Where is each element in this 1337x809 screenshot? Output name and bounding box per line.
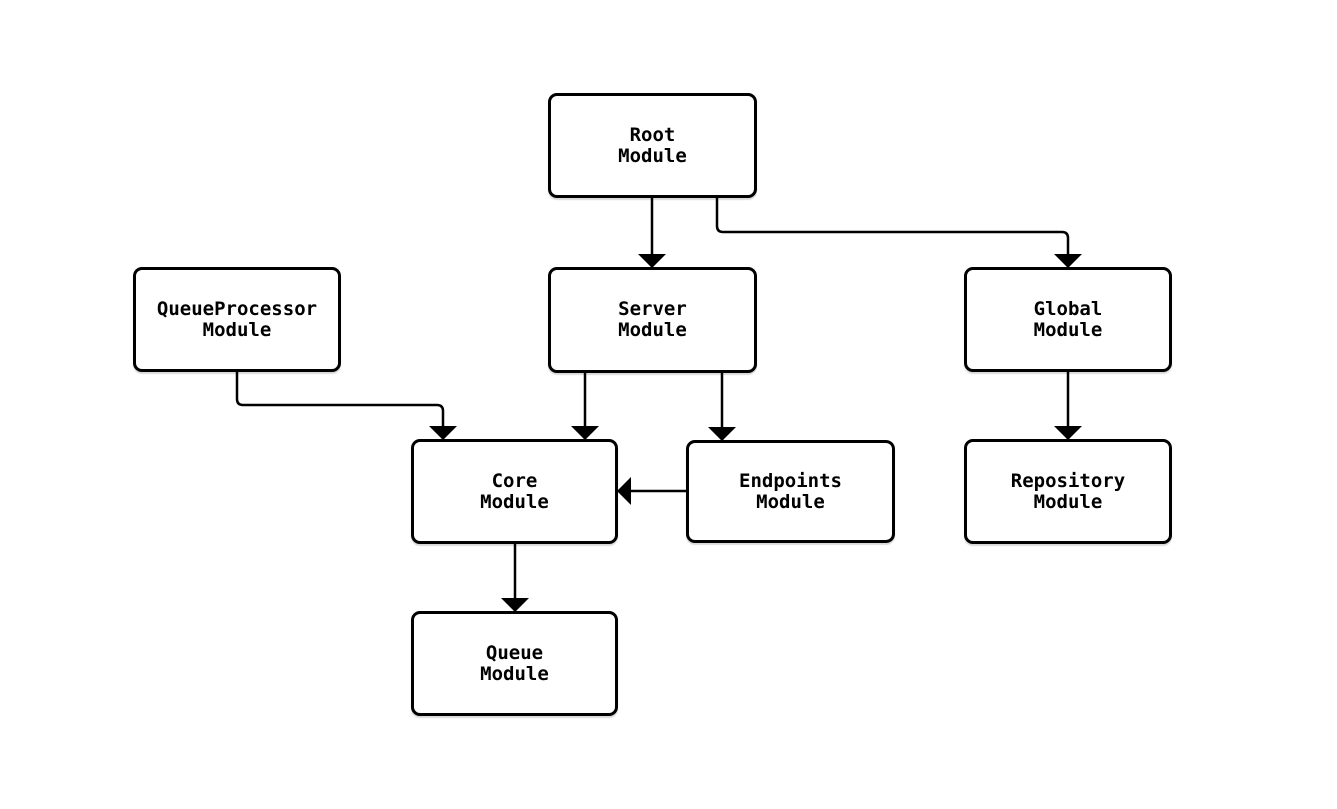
node-label-line: Endpoints: [739, 469, 842, 492]
node-label-line: Module: [202, 318, 272, 341]
edge-root-to-global: [715, 198, 1082, 268]
node-label-line: Queue: [485, 641, 544, 664]
node-label-line: Module: [480, 662, 549, 685]
node-label-line: Module: [756, 490, 825, 513]
edge-group: [235, 198, 1082, 612]
node-label-line: Core: [491, 469, 538, 492]
node-label-line: Module: [480, 490, 549, 513]
node-label-line: Module: [1033, 490, 1103, 513]
node-label-line: Module: [1033, 318, 1103, 341]
node-label-line: Module: [618, 319, 687, 341]
node-label-line: Server: [618, 298, 687, 320]
node-label-line: QueueProcessor: [156, 297, 318, 320]
node-label-line: Global: [1033, 297, 1103, 320]
node-label-line: Root: [629, 123, 676, 146]
node-label-line: Repository: [1010, 469, 1126, 492]
node-label-line: Module: [618, 144, 687, 167]
edge-queueprocessor-to-core: [235, 372, 457, 440]
